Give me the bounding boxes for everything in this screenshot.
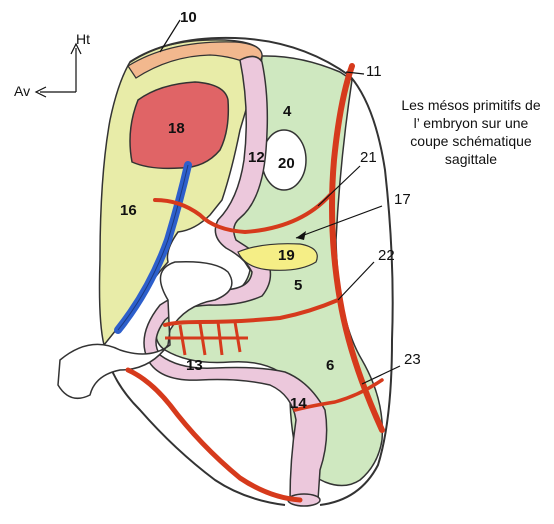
aorta — [329, 63, 385, 433]
label-14: 14 — [290, 395, 307, 412]
axis-up-label: Ht — [76, 31, 90, 47]
label-22: 22 — [378, 247, 395, 264]
inferior-mesenteric-artery — [293, 378, 384, 412]
label-19: 19 — [278, 247, 295, 264]
vasa-recta — [165, 321, 248, 356]
pancreas — [237, 243, 318, 271]
label-17: 17 — [394, 191, 411, 208]
label-4: 4 — [283, 103, 292, 120]
leader-arrowheads — [296, 231, 306, 240]
label-11: 11 — [366, 63, 382, 80]
label-6: 6 — [326, 357, 334, 374]
label-16: 16 — [120, 202, 137, 219]
caption-line-1: Les mésos primitifs de — [401, 97, 541, 113]
celiac-artery — [153, 193, 332, 235]
umbilical-vein-outline — [117, 164, 189, 331]
leader-lines — [159, 19, 401, 385]
liver — [129, 81, 230, 170]
diagram-caption: Les mésos primitifs de l’ embryon sur un… — [388, 96, 554, 168]
umbilical-region — [57, 260, 233, 400]
label-18: 18 — [168, 120, 185, 137]
label-5: 5 — [294, 277, 302, 294]
axis-left-label: Av — [14, 83, 30, 99]
superior-mesenteric-artery — [163, 298, 340, 327]
caption-line-3: coupe schématique — [410, 133, 532, 149]
label-21: 21 — [360, 149, 377, 166]
caption-line-4: sagittale — [444, 151, 498, 167]
label-23: 23 — [404, 351, 421, 368]
septum-transversum — [127, 41, 263, 79]
caption-line-2: l’ embryon sur une — [413, 115, 529, 131]
label-13: 13 — [186, 357, 203, 374]
label-20: 20 — [278, 155, 295, 172]
umbilical-artery — [125, 367, 303, 503]
label-10: 10 — [180, 9, 197, 26]
label-12: 12 — [248, 149, 265, 166]
embryo-outline — [103, 36, 394, 506]
gut-stomach — [143, 55, 328, 501]
orientation-axes — [34, 42, 82, 98]
